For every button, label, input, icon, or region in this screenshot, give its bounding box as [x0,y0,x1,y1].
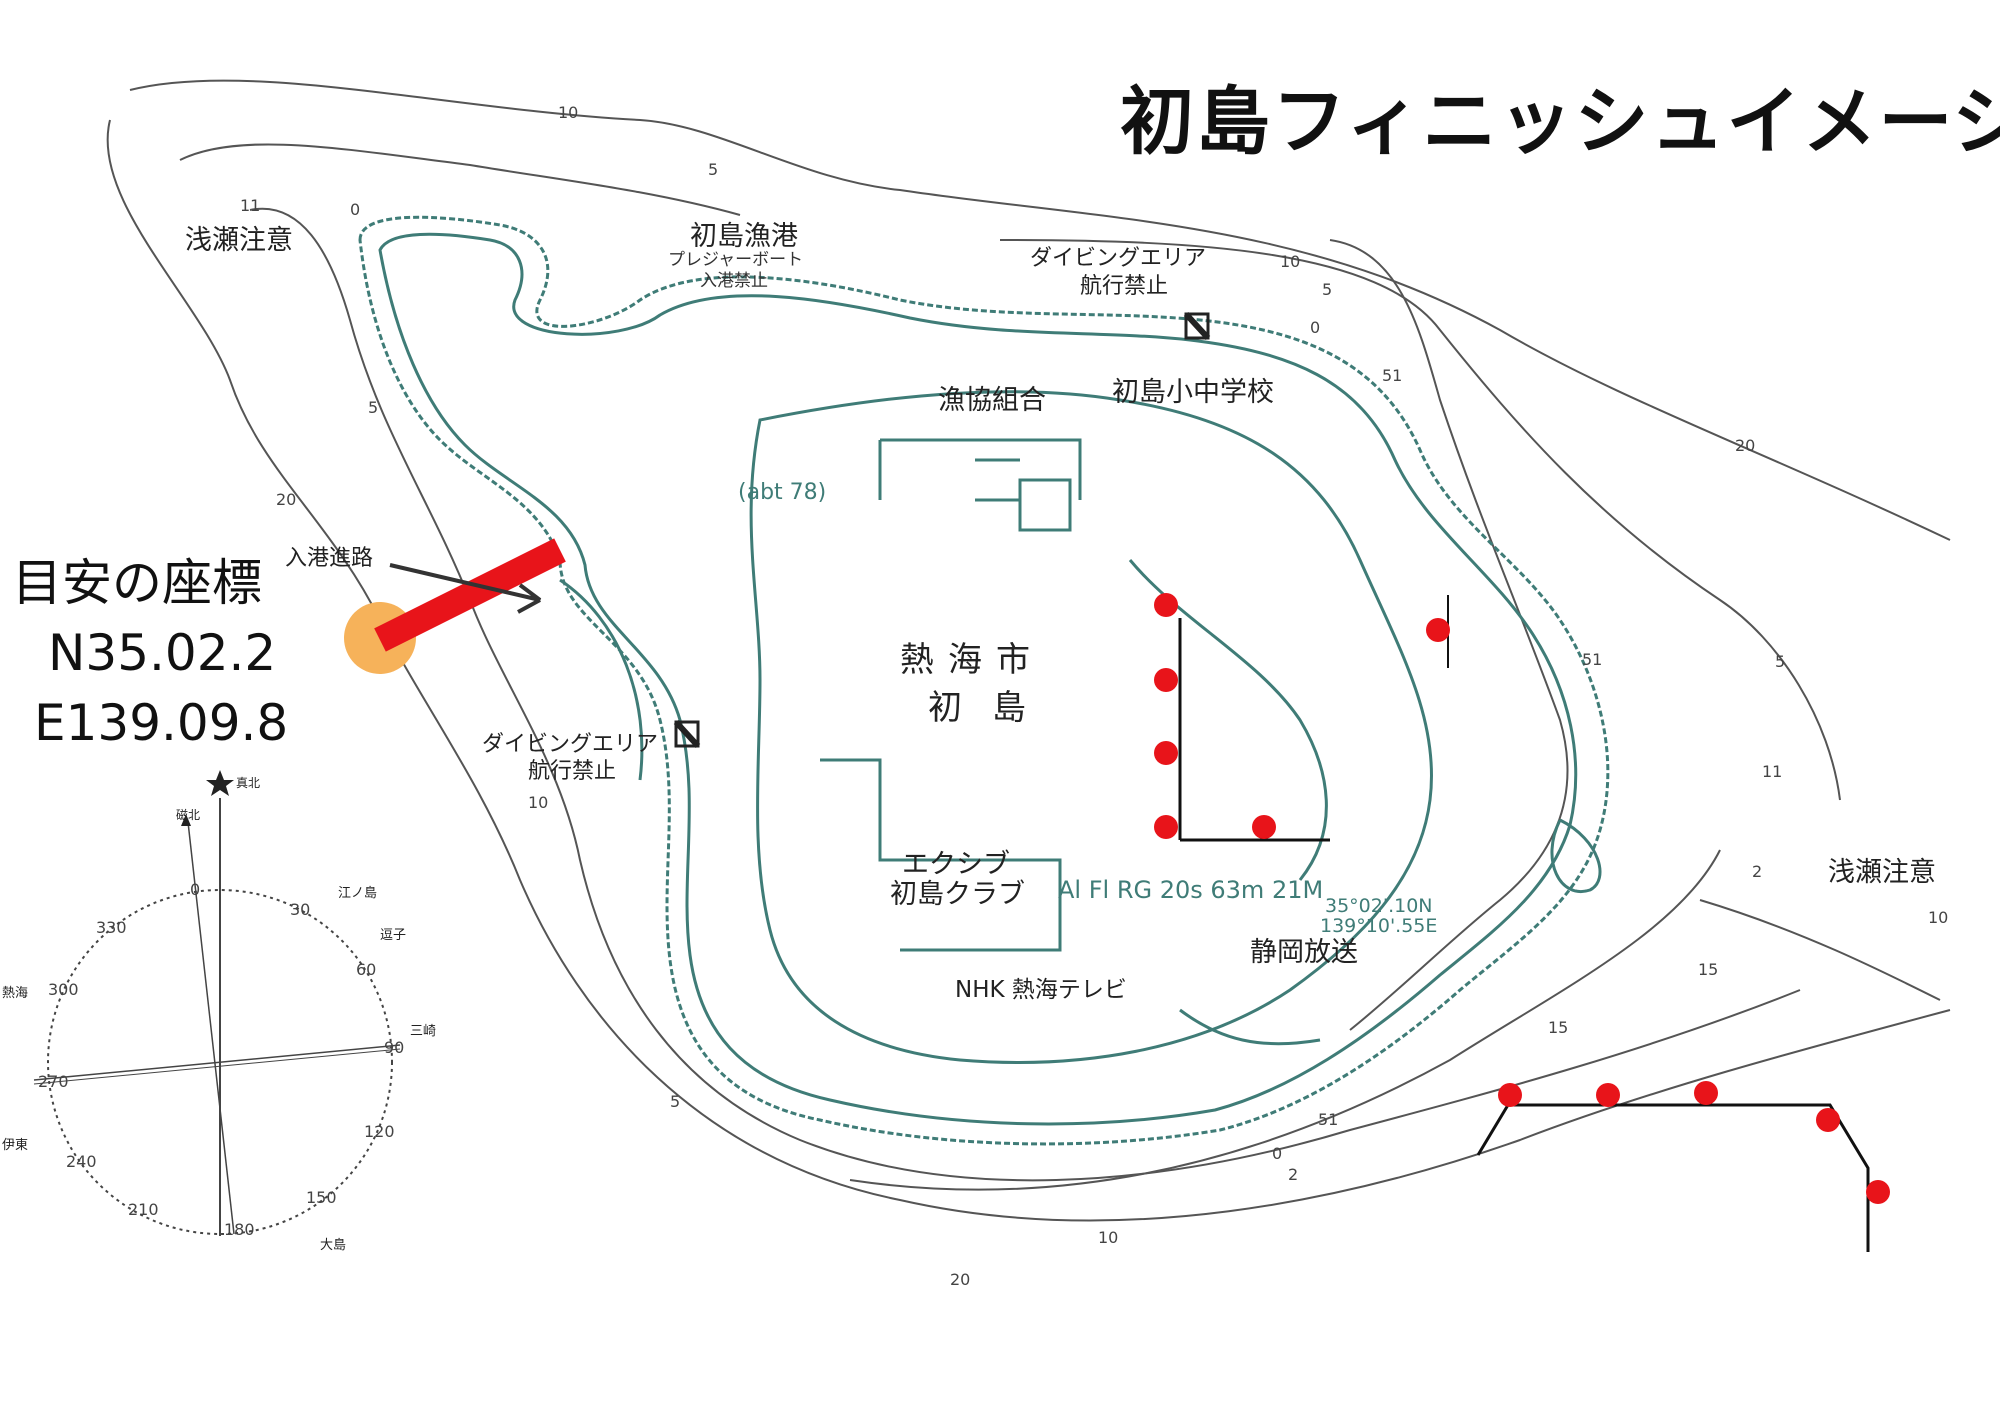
place-misaki: 三崎 [410,1024,437,1039]
depth-label: 51 [1318,1110,1339,1129]
depth-label: 5 [708,160,719,179]
map-title: 初島フィニッシュイメージ [1120,79,2000,165]
compass-degree: 90 [384,1038,405,1057]
harbor-note-1: プレジャーボート [668,250,804,270]
place-zushi: 逗子 [380,928,407,943]
depth-label: 2 [1288,1165,1299,1184]
place-oshima: 大島 [320,1238,347,1253]
compass-degree: 0 [190,880,201,899]
shoal-warning-se: 浅瀬注意 [1828,857,1936,888]
depth-contours [106,79,1951,1222]
depth-label: 51 [1382,366,1403,385]
depth-label: 5 [1322,280,1333,299]
place-ito: 伊東 [2,1138,29,1153]
lighthouse-longitude: 139°10'.55E [1320,915,1438,937]
depth-label: 10 [1928,908,1949,927]
coordinate-title: 目安の座標 [12,554,262,612]
compass-ring [47,889,393,1235]
finish-marker [1426,618,1450,642]
depth-label: 10 [528,793,549,812]
finish-marker [1816,1108,1840,1132]
school-label: 初島小中学校 [1112,377,1274,408]
depth-label: 11 [240,196,261,215]
finish-markers-b [1426,595,1450,668]
entry-route-label: 入港進路 [285,546,374,571]
depth-label: 11 [1762,762,1783,781]
dive-area-w-label-2: 航行禁止 [528,759,617,784]
finish-marker [1154,741,1178,765]
depth-label: 20 [1735,436,1756,455]
depth-label: 10 [1098,1228,1119,1247]
city-label: 熱海市 [900,640,1044,680]
mag-north-arrow-icon [181,814,191,826]
altitude-label: (abt 78) [738,480,827,505]
depth-label: 5 [670,1092,681,1111]
island-name-label: 初島 [928,688,1056,728]
exiv-label-2: 初島クラブ [890,879,1025,910]
finish-marker [1154,593,1178,617]
true-north-label: 真北 [236,776,261,790]
compass-degree: 270 [38,1072,69,1091]
nhk-label: NHK 熱海テレビ [955,977,1127,1003]
depth-label: 51 [1582,650,1603,669]
shoal-warning-nw: 浅瀬注意 [185,225,293,256]
depth-label: 0 [1272,1144,1283,1163]
lighthouse-label: Al Fl RG 20s 63m 21M [1058,876,1324,904]
depth-label: 15 [1698,960,1719,979]
coordinate-latitude: N35.02.2 [48,624,277,682]
depth-label: 20 [950,1270,971,1289]
compass-degree: 30 [290,900,311,919]
fishery-coop-label: 漁協組合 [938,385,1046,416]
exiv-label-1: エクシブ [902,849,1010,880]
compass-degree: 210 [128,1200,159,1219]
compass-degree: 240 [66,1152,97,1171]
depth-label: 10 [1280,252,1301,271]
compass-degree: 120 [364,1122,395,1141]
depth-label: 0 [350,200,361,219]
entry-route-bar [374,538,566,652]
compass-degree: 180 [224,1220,255,1239]
finish-marker [1498,1083,1522,1107]
dive-area-n-icon [1183,311,1211,341]
depth-label: 10 [558,103,579,122]
entry-arrow-icon [389,563,542,614]
finish-marker [1154,815,1178,839]
island-outline [358,215,1610,1146]
compass-degree: 300 [48,980,79,999]
depth-label: 2 [1752,862,1763,881]
harbor-note-2: 入港禁止 [700,271,768,291]
depth-label: 5 [1775,652,1786,671]
compass-rose [33,770,401,1236]
depth-label: 20 [276,490,297,509]
compass-degree: 330 [96,918,127,937]
coordinate-panel: 目安の座標 N35.02.2 E139.09.8 [12,548,312,758]
dive-area-w-icon [673,719,701,749]
finish-marker [1596,1083,1620,1107]
mag-north-label: 磁北 [176,808,201,822]
lighthouse-latitude: 35°02'.10N [1325,895,1433,917]
finish-markers-c [1476,1081,1890,1252]
compass-degree: 60 [356,960,377,979]
dive-area-n-label-1: ダイビングエリア [1030,246,1207,271]
compass-degree: 150 [306,1188,337,1207]
finish-marker [1866,1180,1890,1204]
finish-markers-a [1154,593,1330,842]
depth-label: 5 [368,398,379,417]
true-north-star-icon [206,770,234,796]
depth-label: 0 [1310,318,1321,337]
dive-area-n-label-2: 航行禁止 [1080,274,1169,299]
dive-area-w-label-1: ダイビングエリア [482,732,659,757]
finish-marker [1252,815,1276,839]
mag-north-line [187,821,235,1235]
east-west-line [33,1044,401,1081]
harbor-label: 初島漁港 [690,221,798,252]
depth-label: 15 [1548,1018,1569,1037]
shizuoka-broadcast-label: 静岡放送 [1250,937,1358,968]
finish-marker [1694,1081,1718,1105]
finish-marker [1154,668,1178,692]
coordinate-longitude: E139.09.8 [34,694,289,752]
place-atami: 熱海 [2,986,29,1001]
place-enoshima: 江ノ島 [338,886,378,901]
